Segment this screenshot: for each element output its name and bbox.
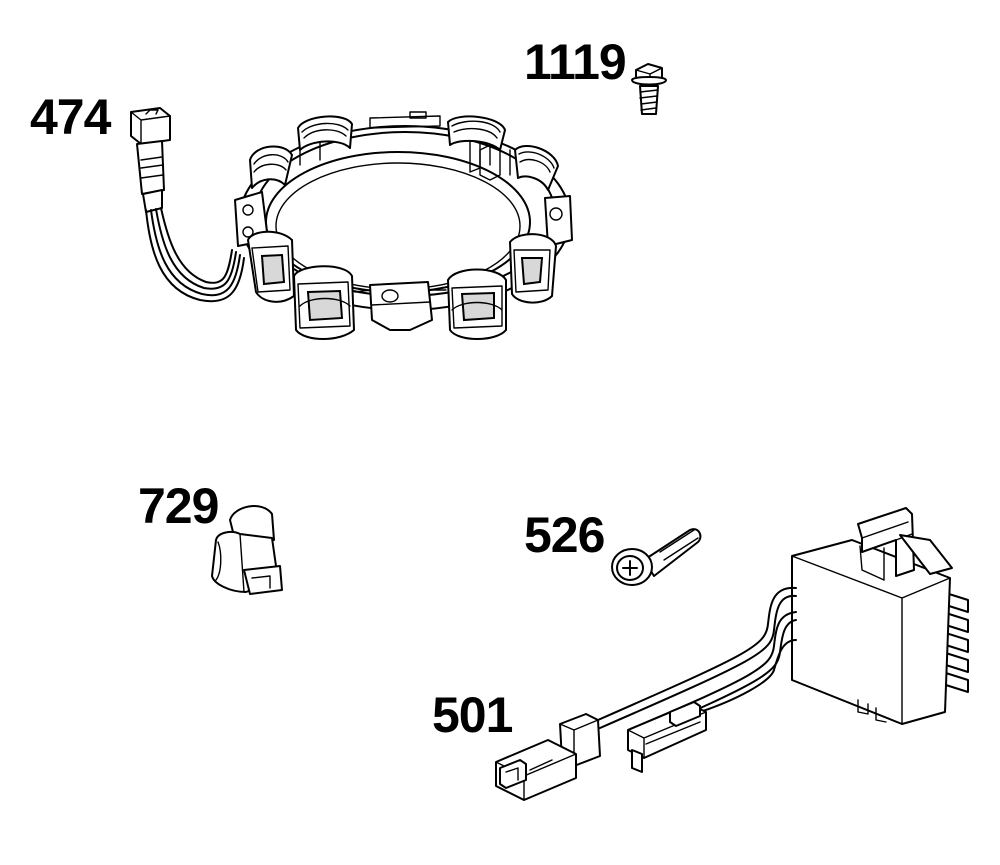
bolt-part	[631, 63, 667, 115]
front-coil	[293, 265, 355, 340]
regulator-part	[495, 507, 969, 801]
regulator-connector-right	[627, 701, 707, 773]
front-coil	[447, 268, 507, 340]
stator-part	[130, 107, 573, 340]
callout-1119: 1119	[524, 34, 627, 90]
stator-connector	[130, 107, 171, 213]
callout-729: 729	[138, 478, 219, 534]
stator-wires	[145, 207, 245, 303]
front-coil	[247, 230, 295, 303]
front-coil	[509, 233, 557, 304]
screw-part	[611, 528, 702, 586]
regulator-wires	[597, 586, 797, 739]
callout-474: 474	[30, 89, 111, 145]
callout-526: 526	[524, 507, 605, 563]
stator-coils	[234, 115, 573, 340]
clip-part	[211, 505, 283, 595]
callout-501: 501	[432, 687, 513, 743]
regulator-connector-left	[495, 713, 601, 801]
